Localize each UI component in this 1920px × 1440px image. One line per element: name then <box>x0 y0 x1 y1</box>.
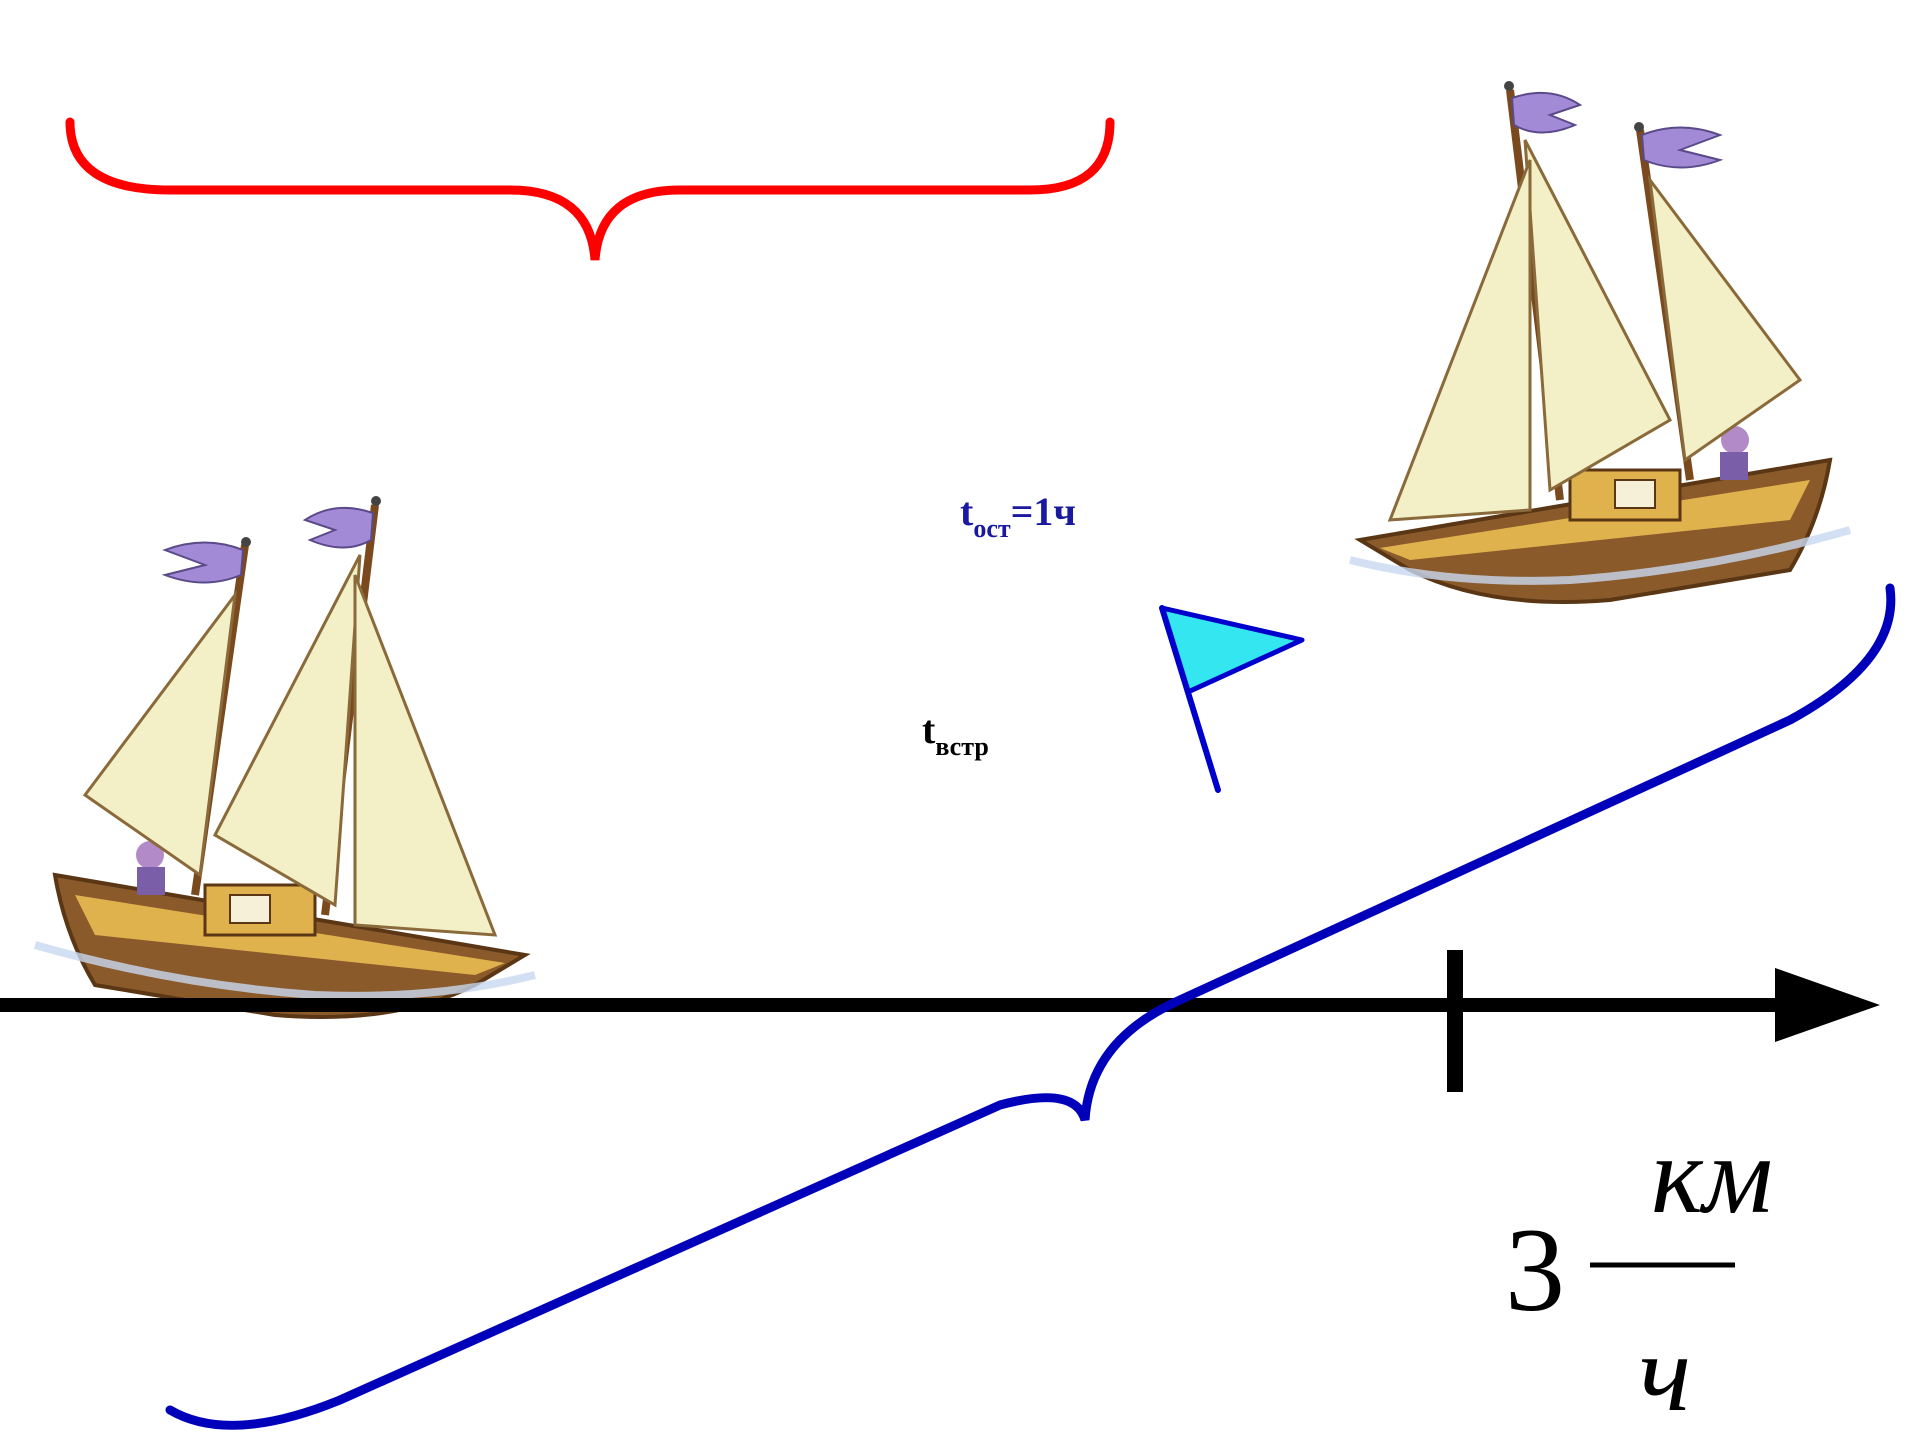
axis-arrowhead <box>1775 968 1880 1042</box>
speed-formula: 3 км ч <box>1505 1114 1773 1434</box>
speed-denominator: ч <box>1639 1312 1691 1434</box>
t-ost-label: tост=1ч <box>960 489 1076 543</box>
speed-numerator: км <box>1651 1114 1773 1236</box>
sailboat-right-icon <box>1350 81 1850 602</box>
sailboat-left-icon <box>35 496 535 1017</box>
speed-number: 3 <box>1505 1203 1565 1336</box>
t-vstr-label: tвстр <box>922 707 989 761</box>
blue-brace <box>165 583 1896 1430</box>
red-brace <box>65 117 1115 261</box>
flag-icon <box>1159 605 1305 793</box>
